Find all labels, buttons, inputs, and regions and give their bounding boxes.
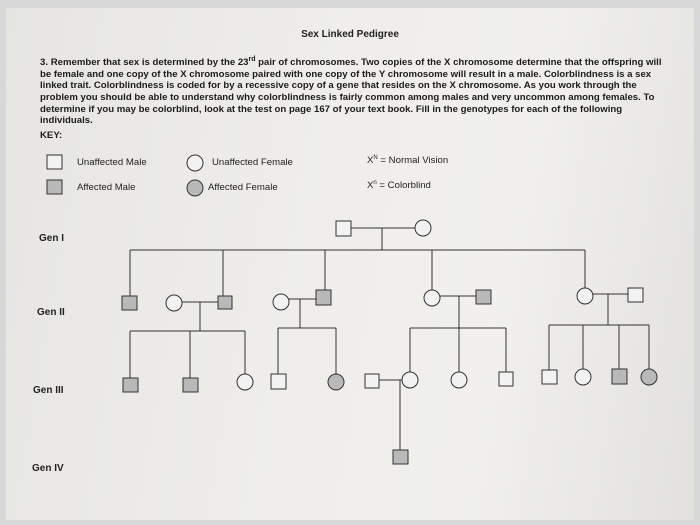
key-label: KEY: [40,130,63,141]
gen3-male-5 [498,371,514,387]
gen4-male-1 [392,449,409,465]
gen3-male-4 [364,373,380,389]
gen3-female-4 [450,371,468,389]
legend-affected-male-square [46,179,63,195]
legend-affected-female-label: Affected Female [208,182,278,193]
gen3-female-1 [236,373,254,391]
gen1-male [335,220,352,237]
page-title: Sex Linked Pedigree [301,29,399,40]
legend-unaffected-female-circle [186,154,204,172]
gen-2-label: Gen II [37,307,65,318]
gen2-female-3 [423,289,441,307]
gen2-male-4 [475,289,492,305]
gen3-male-7 [611,368,628,385]
superscript-rd: rd [248,56,256,63]
instructions-text-2: pair of chromosomes. Two copies of the X… [40,57,662,127]
gen2-male-5 [627,287,644,303]
gen3-male-2 [182,377,199,393]
gen2-female-2 [272,293,290,311]
instructions-text-1: Remember that sex is determined by the 2… [50,57,249,69]
gen3-female-3 [401,371,419,389]
gen3-female-5 [574,368,592,386]
gen1-female [414,219,432,237]
worksheet-page [6,8,694,520]
legend-colorblind: Xn = Colorblind [367,180,431,192]
gen-4-label: Gen IV [32,463,64,474]
gen2-male-3 [315,289,332,306]
gen3-male-6 [541,369,558,385]
legend-affected-female-circle [186,179,204,197]
legend-unaffected-female-label: Unaffected Female [212,157,293,168]
gen3-male-1 [122,377,139,393]
gen3-female-2 [327,373,345,391]
gen2-female-4 [576,287,594,305]
gen3-male-3 [270,373,287,390]
instructions-paragraph: 3. Remember that sex is determined by th… [40,54,670,127]
legend-unaffected-male-label: Unaffected Male [77,157,147,168]
gen2-male-2 [217,295,233,310]
legend-normal-vision: XN = Normal Vision [367,155,449,167]
question-number: 3. [40,57,49,69]
gen2-male-1 [121,295,138,311]
gen2-female-1 [165,294,183,312]
legend-affected-male-label: Affected Male [77,182,136,193]
gen-1-label: Gen I [39,233,65,244]
gen-3-label: Gen III [33,385,64,396]
legend-unaffected-male-square [46,154,63,170]
gen3-female-6 [640,368,658,386]
